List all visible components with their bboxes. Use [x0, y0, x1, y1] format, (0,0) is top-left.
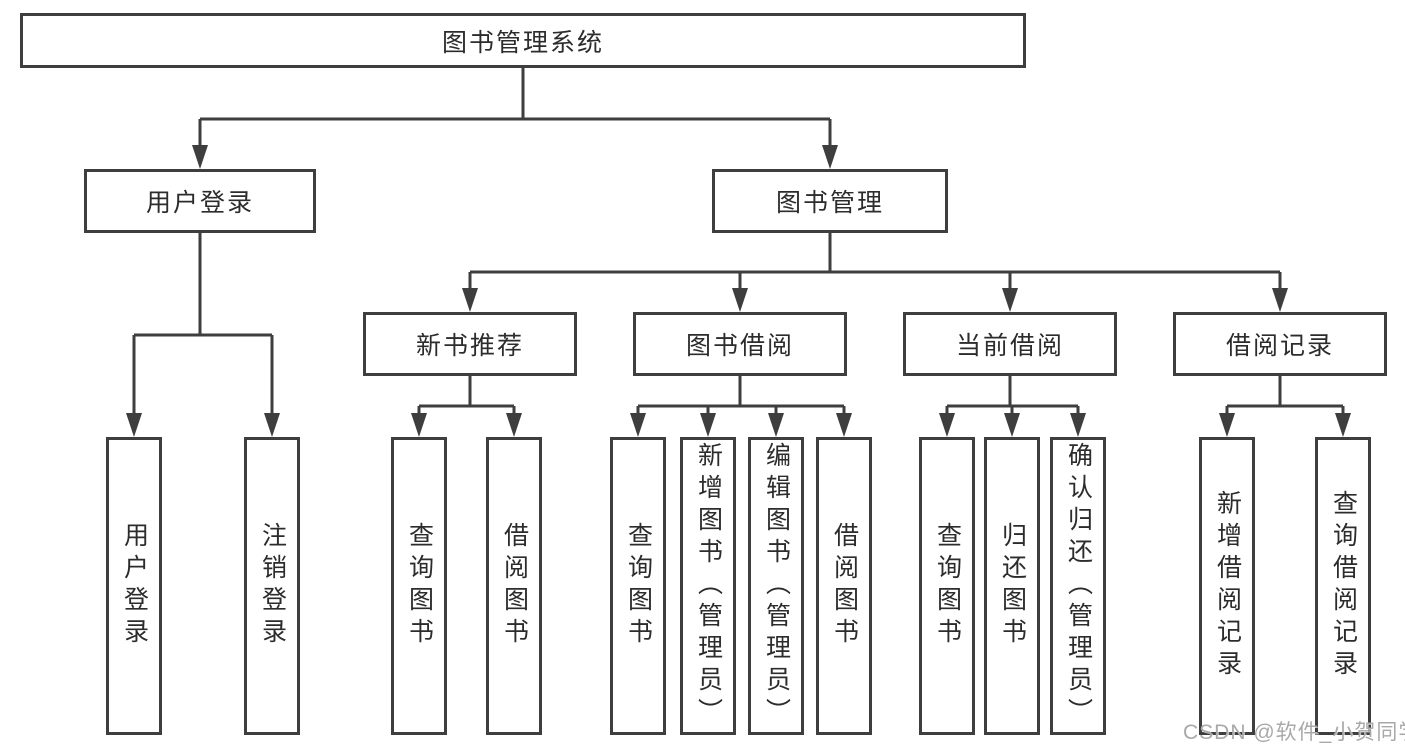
node-root-system: 图书管理系统 — [20, 13, 1026, 68]
arrowheads — [126, 145, 1351, 437]
leaf-logout: 注销登录 — [244, 437, 300, 735]
node-user-login: 用户登录 — [84, 169, 316, 233]
leaf-borrow-borrow-books: 借阅图书 — [816, 437, 872, 735]
leaf-recommend-borrow-books: 借阅图书 — [486, 437, 542, 735]
node-book-borrow: 图书借阅 — [633, 312, 847, 376]
node-new-book-recommend: 新书推荐 — [363, 312, 577, 376]
leaf-user-login: 用户登录 — [106, 437, 162, 735]
leaf-borrow-add-books-admin: 新增图书（管理员） — [680, 437, 736, 735]
node-book-management: 图书管理 — [712, 169, 948, 233]
leaf-current-query-books: 查询图书 — [919, 437, 975, 735]
leaf-borrow-query-books: 查询图书 — [610, 437, 666, 735]
leaf-records-add-record: 新增借阅记录 — [1199, 437, 1255, 735]
csdn-watermark: CSDN @软件_小贺同学 — [1183, 721, 1405, 744]
leaf-current-return-books: 归还图书 — [984, 437, 1040, 735]
leaf-borrow-edit-books-admin: 编辑图书（管理员） — [748, 437, 804, 735]
leaf-recommend-query-books: 查询图书 — [391, 437, 447, 735]
node-borrow-records: 借阅记录 — [1173, 312, 1387, 376]
leaf-current-confirm-return-admin: 确认归还（管理员） — [1050, 437, 1106, 735]
node-current-borrow: 当前借阅 — [903, 312, 1117, 376]
leaf-records-query-record: 查询借阅记录 — [1315, 437, 1371, 735]
